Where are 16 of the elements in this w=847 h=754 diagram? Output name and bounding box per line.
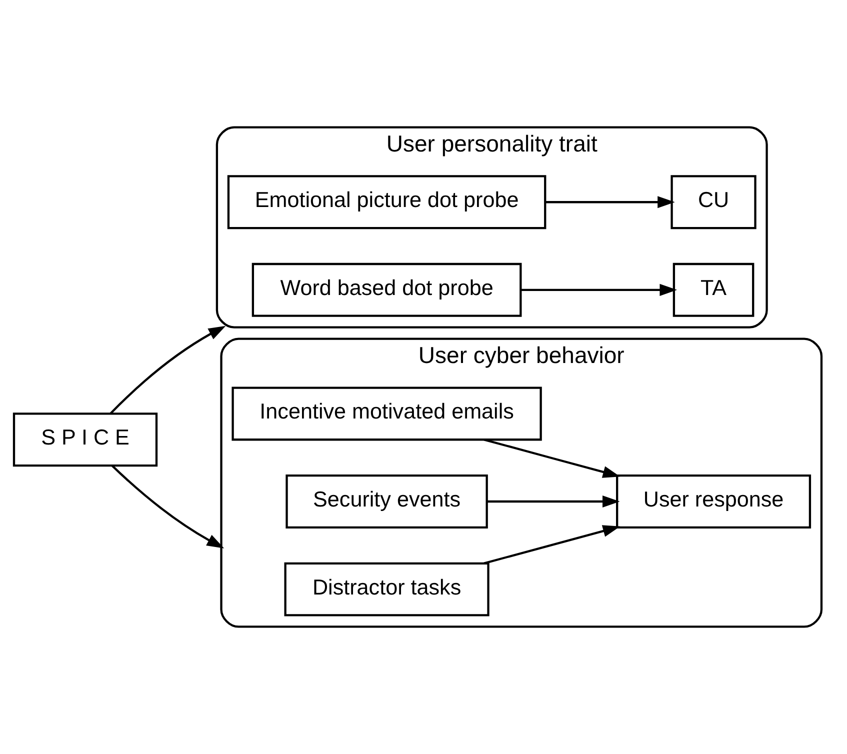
node-box: S P I C E: [12, 412, 158, 467]
node-box: Word based dot probe: [252, 262, 522, 317]
arrow: [520, 284, 678, 296]
node-box: Incentive motivated emails: [232, 386, 542, 441]
node-box: User response: [616, 474, 812, 528]
node-box: Security events: [286, 474, 488, 528]
arrow: [484, 438, 620, 478]
arrow: [110, 326, 226, 414]
arrow: [545, 196, 675, 208]
node-box: Emotional picture dot probe: [227, 175, 546, 230]
node-box: CU: [670, 175, 756, 230]
arrow: [112, 465, 224, 548]
node-box: TA: [672, 262, 754, 317]
arrow: [487, 495, 620, 508]
node-box: Distractor tasks: [284, 562, 490, 616]
arrow: [484, 525, 620, 564]
